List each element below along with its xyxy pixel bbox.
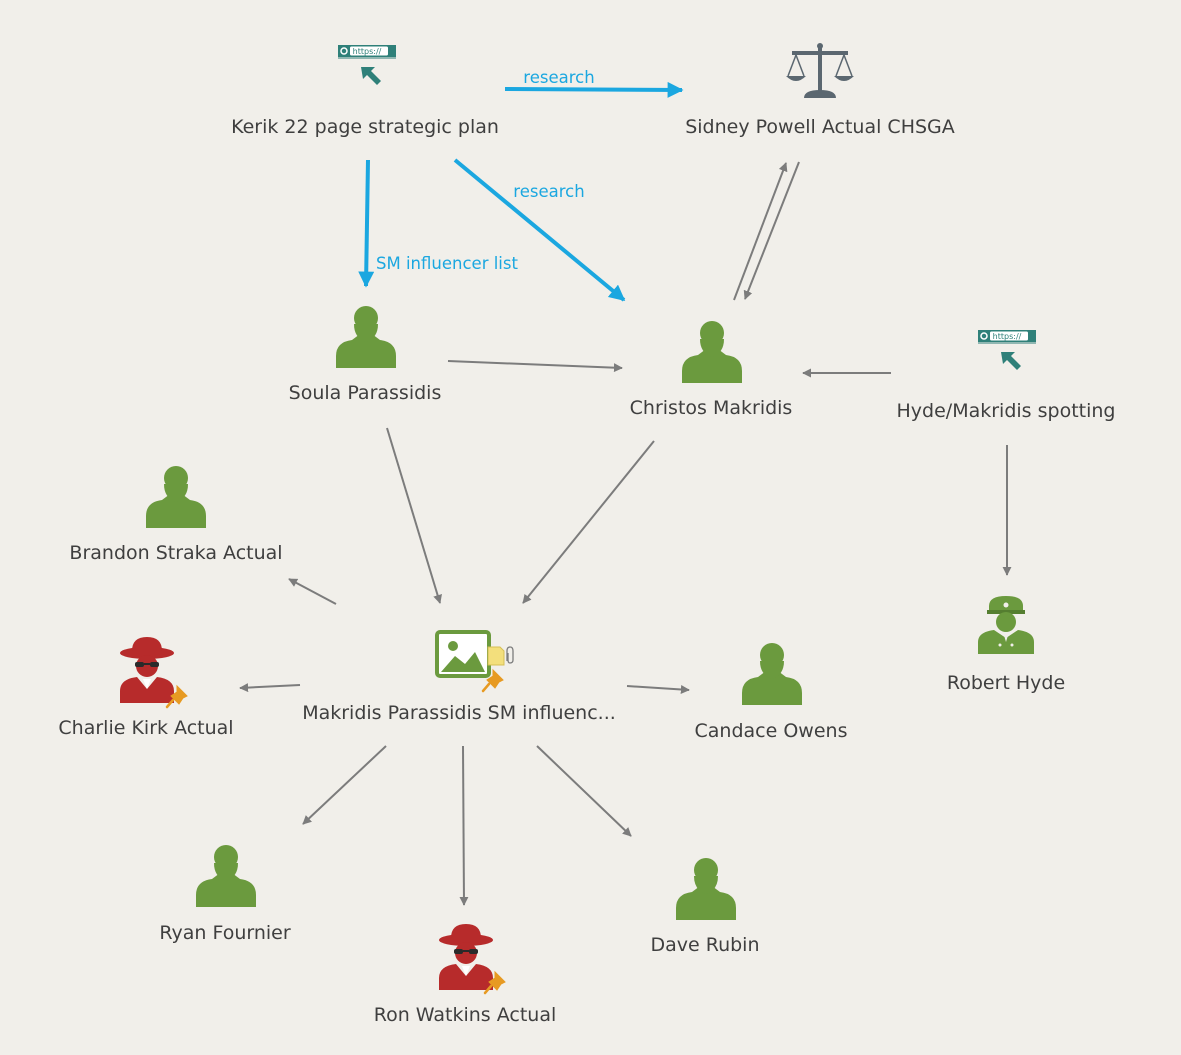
edge-soula-hub[interactable] <box>386 427 442 604</box>
node-label: Robert Hyde <box>947 672 1065 694</box>
person-icon <box>196 845 256 907</box>
node-label: Brandon Straka Actual <box>69 542 282 564</box>
officer-icon <box>978 596 1034 654</box>
edge-label-kerik-soula: SM influencer list <box>376 254 518 273</box>
note-icon <box>487 646 505 666</box>
node-christos-makridis[interactable]: Christos Makridis <box>630 321 793 419</box>
person-icon <box>676 858 736 920</box>
url-icon: https:// <box>977 329 1037 371</box>
attachment-icon <box>506 646 514 664</box>
node-label: Kerik 22 page strategic plan <box>231 116 499 138</box>
edge-label-kerik-powell: research <box>523 68 594 87</box>
node-label: Hyde/Makridis spotting <box>897 400 1116 422</box>
edge-christos-powell[interactable] <box>733 162 788 301</box>
url-badge-text: https:// <box>993 332 1022 341</box>
edge-soula-christos[interactable] <box>447 360 623 373</box>
node-kerik-strategic-plan[interactable]: https:// Kerik 22 page strategic plan <box>231 44 499 138</box>
node-label: Sidney Powell Actual CHSGA <box>685 116 955 138</box>
edge-label-kerik-christos: research <box>513 182 584 201</box>
edge-kerik-powell[interactable] <box>504 81 684 98</box>
node-hyde-makridis-spotting[interactable]: https:// Hyde/Makridis spotting <box>897 329 1116 422</box>
node-ron-watkins[interactable]: Ron Watkins Actual <box>374 924 557 1026</box>
edge-hub-ryan[interactable] <box>302 745 387 825</box>
node-ryan-fournier[interactable]: Ryan Fournier <box>159 845 291 944</box>
node-label: Charlie Kirk Actual <box>58 717 233 739</box>
person-icon <box>146 466 206 528</box>
node-label: Makridis Parassidis SM influenc... <box>302 702 616 724</box>
edge-hub-brandon[interactable] <box>288 578 337 605</box>
spy-icon <box>439 924 493 990</box>
node-label: Candace Owens <box>695 720 848 742</box>
person-icon <box>336 306 396 368</box>
edge-hub-ron[interactable] <box>459 745 469 906</box>
node-charlie-kirk[interactable]: Charlie Kirk Actual <box>58 637 234 739</box>
node-label: Ryan Fournier <box>159 922 291 944</box>
edge-powell-christos[interactable] <box>743 161 800 300</box>
node-makridis-parassidis-sm-influencers[interactable]: Makridis Parassidis SM influenc... <box>302 630 616 724</box>
node-dave-rubin[interactable]: Dave Rubin <box>650 858 760 956</box>
edge-kerik-soula[interactable] <box>358 159 375 288</box>
node-label: Soula Parassidis <box>289 382 442 404</box>
person-icon <box>742 643 802 705</box>
url-badge-text: https:// <box>353 47 382 56</box>
node-label: Dave Rubin <box>650 934 759 956</box>
node-label: Christos Makridis <box>630 397 793 419</box>
node-brandon-straka[interactable]: Brandon Straka Actual <box>69 466 283 564</box>
edge-kerik-christos[interactable] <box>453 158 626 302</box>
scales-icon <box>786 43 854 98</box>
person-icon <box>682 321 742 383</box>
edge-hub-candace[interactable] <box>626 684 690 694</box>
edge-christos-hub[interactable] <box>522 440 655 604</box>
node-soula-parassidis[interactable]: Soula Parassidis <box>289 306 442 404</box>
edge-hub-dave[interactable] <box>536 745 632 837</box>
image-icon <box>435 630 491 678</box>
node-robert-hyde[interactable]: Robert Hyde <box>947 596 1065 694</box>
node-label: Ron Watkins Actual <box>374 1004 557 1026</box>
edge-hub-charlie[interactable] <box>239 683 301 693</box>
node-candace-owens[interactable]: Candace Owens <box>695 643 848 742</box>
spy-icon <box>120 637 174 703</box>
node-sidney-powell[interactable]: Sidney Powell Actual CHSGA <box>685 43 955 138</box>
url-icon: https:// <box>337 44 397 86</box>
